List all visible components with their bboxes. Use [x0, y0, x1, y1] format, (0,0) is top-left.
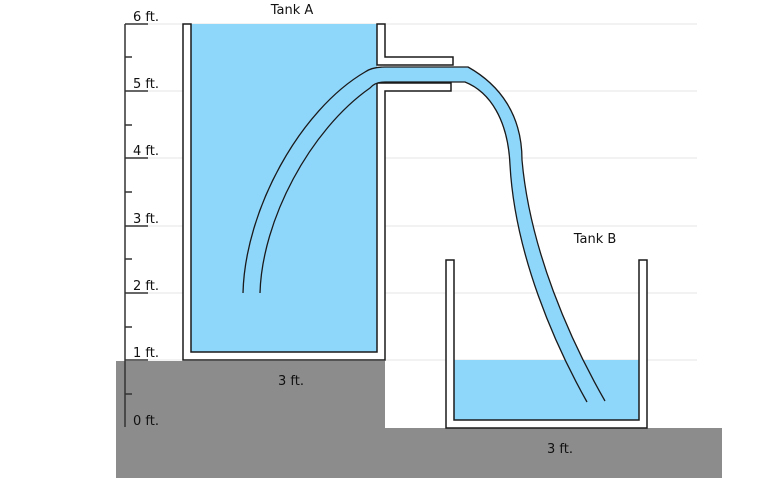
tank-b-label: Tank B: [573, 232, 617, 247]
height-scale: [124, 23, 148, 427]
scale-label-1ft: 1 ft.: [133, 346, 159, 361]
ground: [116, 361, 722, 478]
tank-a-label: Tank A: [270, 3, 314, 18]
scale-label-4ft: 4 ft.: [133, 144, 159, 159]
scale-label-2ft: 2 ft.: [133, 279, 159, 294]
siphon-tube: [242, 66, 606, 403]
scale-label-5ft: 5 ft.: [133, 77, 159, 92]
tank-b: [445, 259, 648, 429]
tank-b-water: [454, 360, 639, 420]
tank-a-walls: [182, 23, 452, 361]
scale-label-6ft: 6 ft.: [133, 10, 159, 25]
tank-b-walls: [445, 259, 648, 429]
tank-a-outlet: [376, 23, 454, 66]
scale-label-3ft: 3 ft.: [133, 212, 159, 227]
tank-b-width-label: 3 ft.: [547, 442, 573, 457]
scale-label-0ft: 0 ft.: [133, 414, 159, 429]
tank-a-width-label: 3 ft.: [278, 374, 304, 389]
